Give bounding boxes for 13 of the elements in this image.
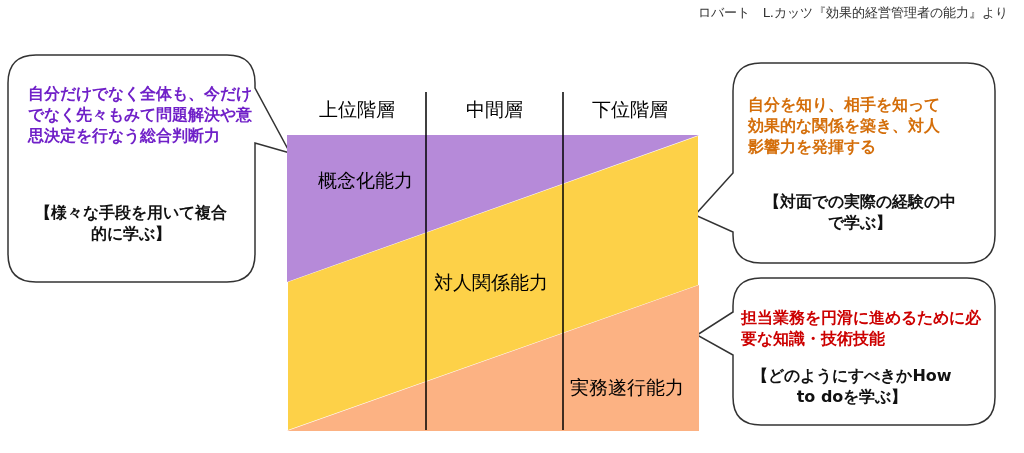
callout-note: 【様々な手段を用いて複合的に学ぶ】 <box>33 203 228 245</box>
column-header: 上位階層 <box>319 97 395 122</box>
column-header: 下位階層 <box>592 97 668 122</box>
band-label: 対人関係能力 <box>434 270 548 295</box>
source-citation: ロバート L.カッツ『効果的経営管理者の能力』より <box>697 4 1008 22</box>
callout-note: 【どのようにすべきかHow to doを学ぶ】 <box>752 366 952 408</box>
column-header: 中間層 <box>465 97 523 122</box>
callout-description: 担当業務を円滑に進めるために必要な知識・技術技能 <box>741 308 982 350</box>
band-label: 概念化能力 <box>318 168 413 193</box>
callout-description: 自分だけでなく全体も、今だけでなく先々もみて問題解決や意思決定を行なう総合判断力 <box>28 84 253 147</box>
callout-note: 【対面での実際の経験の中で学ぶ】 <box>763 192 957 234</box>
band-label: 実務遂行能力 <box>570 375 684 400</box>
callout-description: 自分を知り、相手を知って効果的な関係を築き、対人影響力を発揮する <box>748 95 941 158</box>
